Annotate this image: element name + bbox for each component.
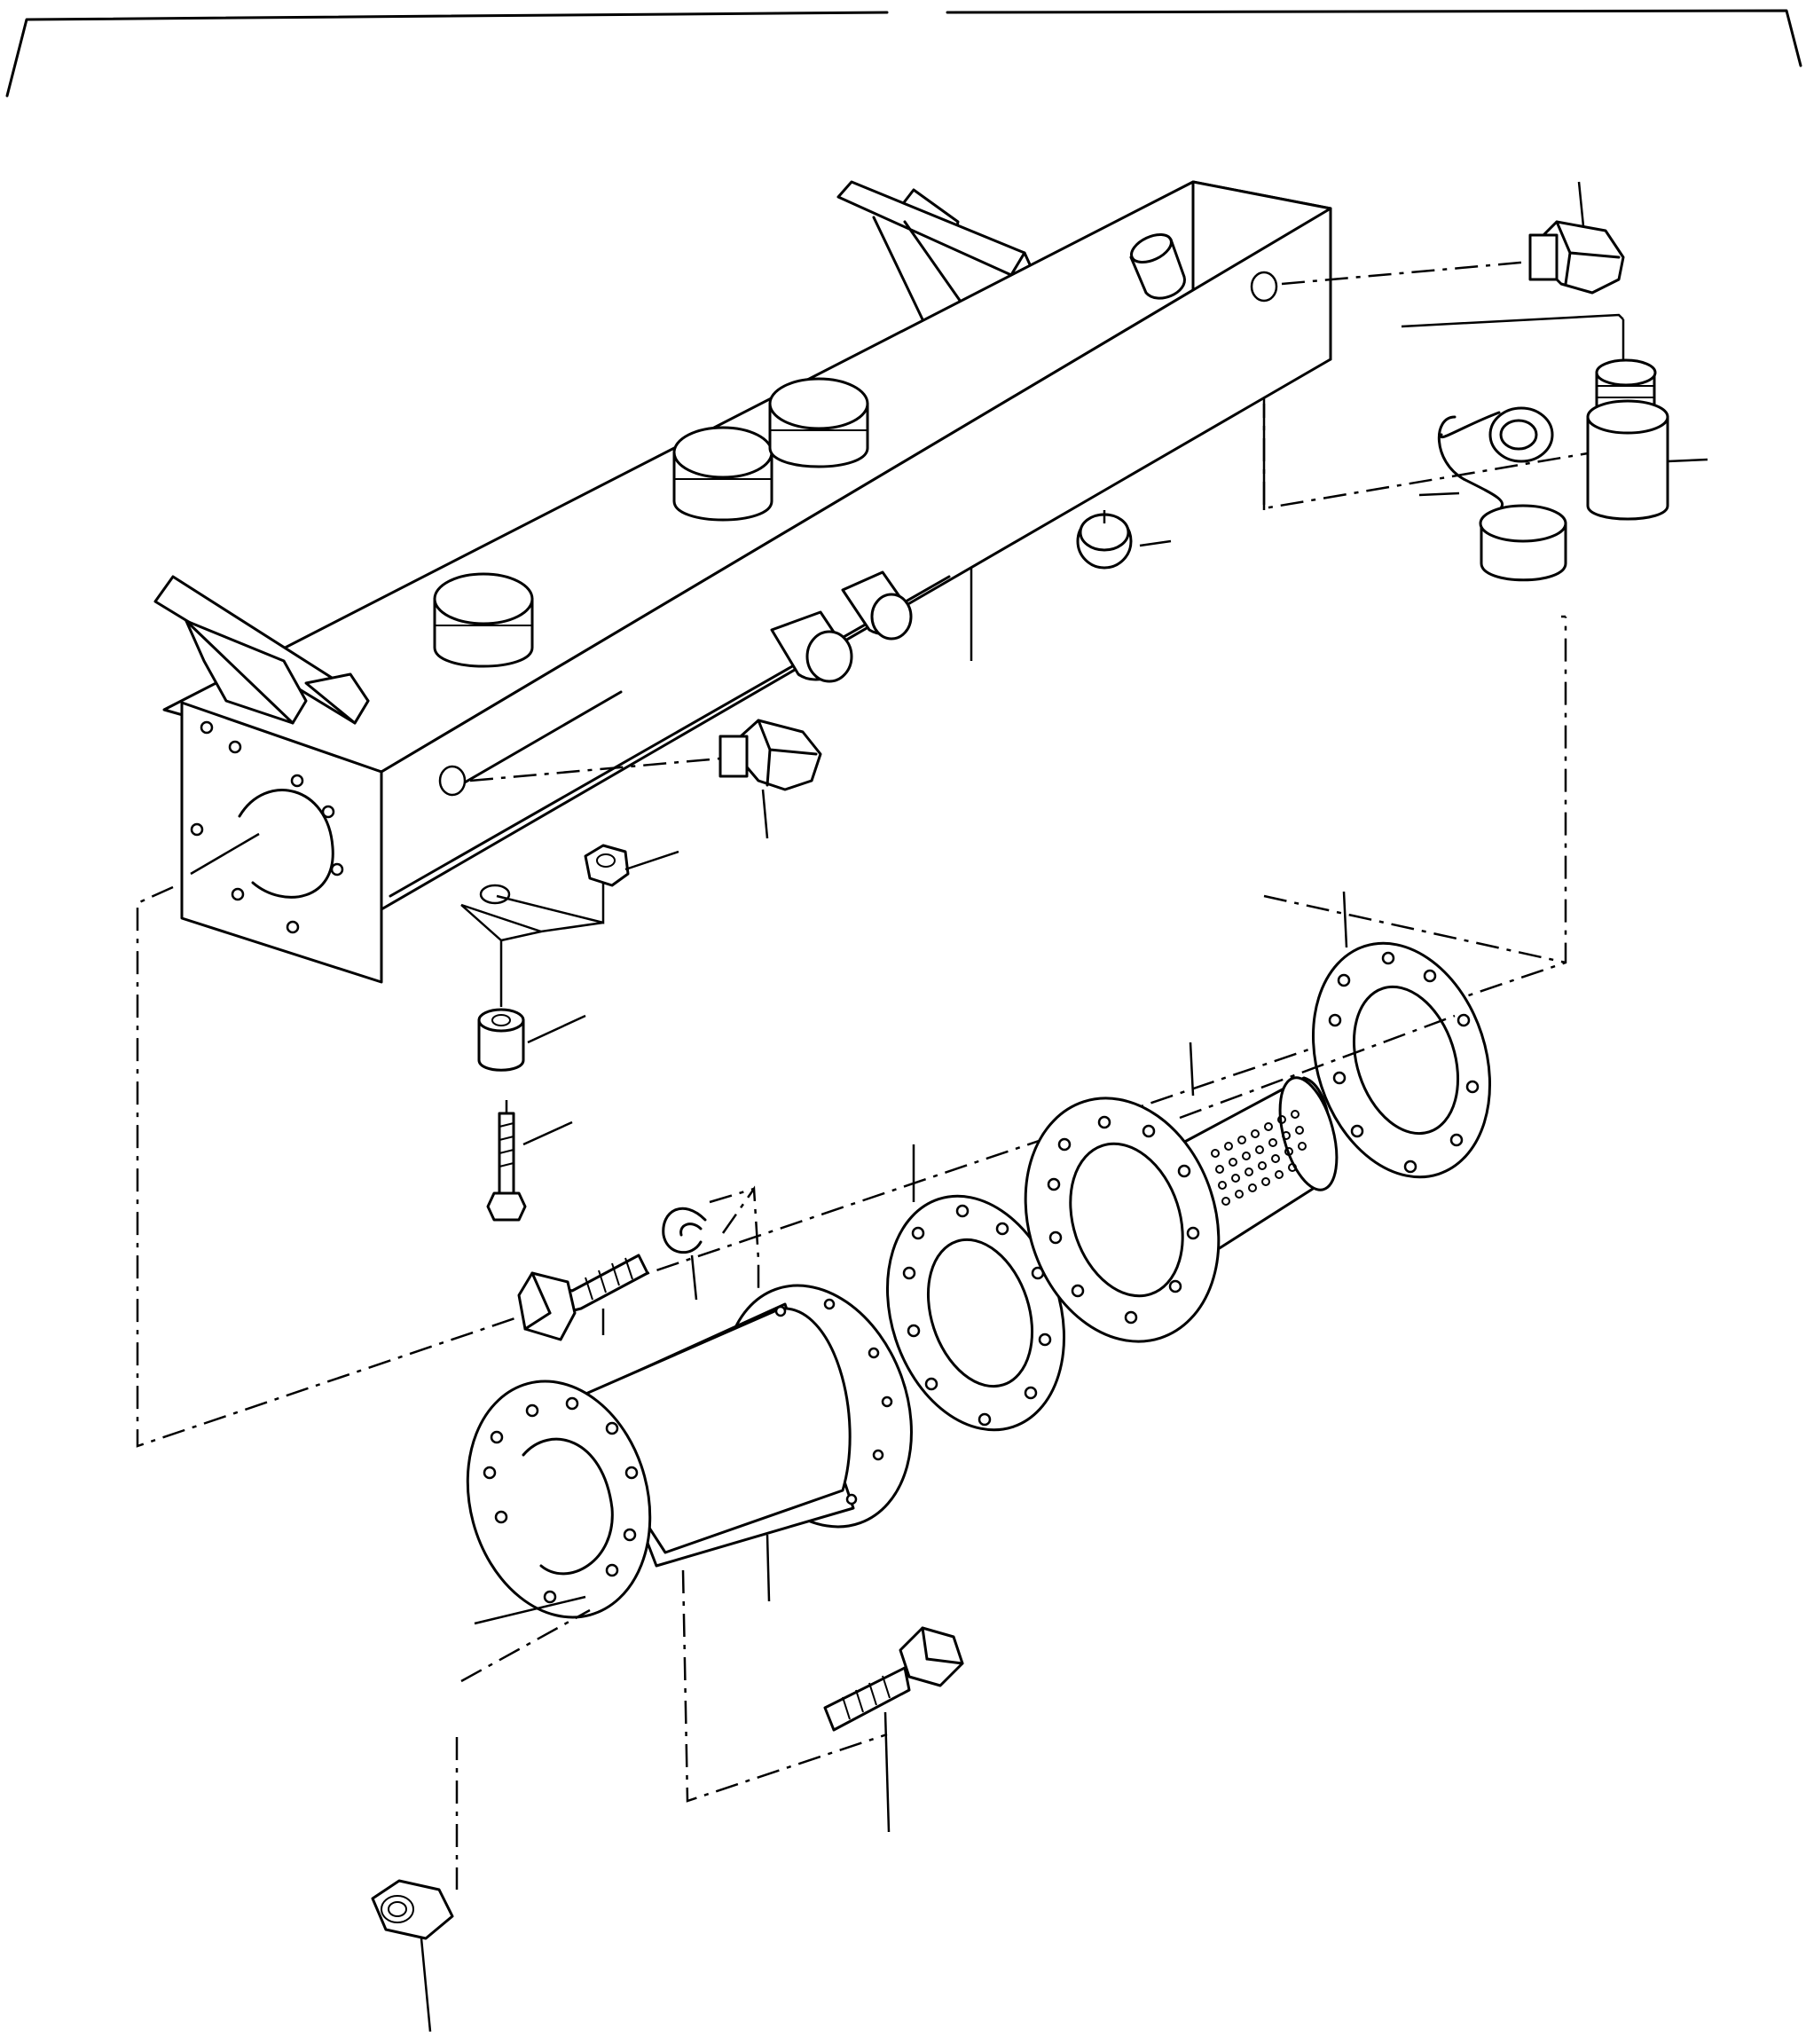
underside-port (479, 884, 511, 905)
side-port-right (1250, 271, 1278, 303)
blanking-plug-front (1076, 510, 1172, 570)
assembly-frame-line (136, 395, 1620, 1448)
gasket-right (1179, 891, 1492, 1179)
assembly-line-nut (460, 1608, 591, 1683)
manifold-body (153, 180, 1332, 984)
gasket-middle (885, 1144, 1066, 1432)
left-flange-bolt-holes (190, 720, 344, 934)
left-flange-plate (180, 701, 383, 984)
nut-bottom (371, 1737, 459, 2032)
gasket-right-holes (1328, 951, 1480, 1174)
pipe-rear-holes (774, 1298, 893, 1505)
stud (486, 1100, 573, 1222)
spacer-sleeve (460, 904, 586, 1072)
union-fitting (1401, 313, 1708, 521)
side-port-left (438, 765, 467, 797)
cap-with-tether (1418, 406, 1567, 582)
plug-top-right (1281, 181, 1625, 295)
bolt-lower (823, 1626, 964, 1833)
strainer (1024, 1042, 1339, 1343)
gasket-middle-holes (902, 1204, 1052, 1427)
bracket-left (153, 575, 370, 725)
front-bosses (770, 570, 913, 683)
plug-front-left (469, 719, 822, 839)
bolt-left (517, 1254, 649, 1341)
spring-washer (662, 1185, 760, 1301)
pipe-front-holes (483, 1396, 639, 1604)
page-frame (5, 9, 1802, 98)
strainer-perforations (1211, 1110, 1307, 1206)
strainer-flange-holes (1047, 1115, 1200, 1325)
caps-top (433, 232, 1186, 668)
connecting-pipe (466, 1284, 913, 1803)
